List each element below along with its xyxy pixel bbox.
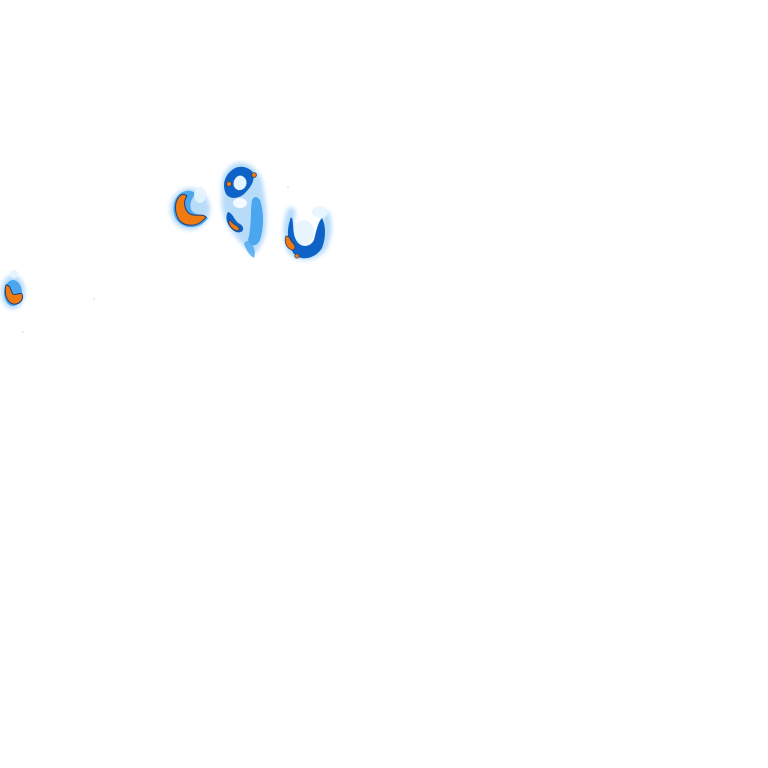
cell-intense-spot	[251, 172, 257, 178]
cell-intense-core	[284, 235, 296, 251]
cell-wisp	[10, 270, 18, 278]
precip-cell-west-edge	[1, 270, 25, 309]
cell-heavy-band	[287, 217, 325, 259]
cell-moderate-tail	[244, 240, 255, 258]
precip-speck	[287, 186, 289, 188]
precip-speck	[93, 298, 95, 300]
cell-gap	[233, 198, 247, 208]
cell-light-hole	[233, 175, 247, 191]
cell-intense-spot	[225, 180, 232, 187]
cell-wisp	[312, 206, 328, 218]
cell-moderate-band	[248, 197, 263, 246]
cell-intense-spot	[294, 253, 300, 259]
cell-intense-core	[4, 284, 23, 305]
precip-cell-central-cluster	[221, 162, 267, 258]
cell-light-interior	[294, 220, 314, 244]
precip-speck	[22, 331, 24, 333]
precip-cell-u-shape	[283, 206, 332, 261]
cell-intense-core	[228, 219, 240, 232]
cell-wisp	[194, 187, 206, 203]
cell-intense-core	[175, 193, 207, 226]
precip-cell-c-shape	[170, 187, 210, 230]
